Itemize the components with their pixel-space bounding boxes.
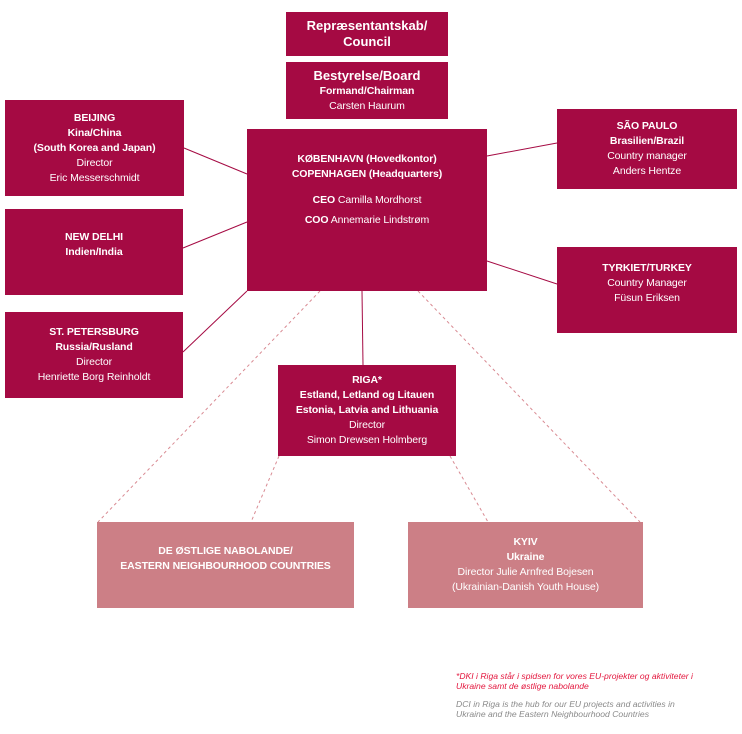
eastern-line2: EASTERN NEIGHBOURHOOD COUNTRIES bbox=[120, 560, 331, 572]
hq-ceo: CEO Camilla Mordhorst bbox=[313, 190, 422, 210]
kyiv-city: KYIV bbox=[513, 536, 538, 548]
turkey-name: Füsun Eriksen bbox=[614, 291, 680, 304]
council-title: Repræsentantskab/ bbox=[306, 18, 428, 33]
footnote-english: DCI in Riga is the hub for our EU projec… bbox=[456, 699, 675, 719]
ceo-label: CEO bbox=[312, 194, 336, 206]
connector-hq-riga bbox=[361, 290, 364, 366]
turkey-city: TYRKIET/TURKEY bbox=[602, 261, 692, 274]
dashed-riga-kyiv bbox=[449, 455, 489, 523]
ceo-name: Camilla Mordhorst bbox=[337, 194, 422, 206]
hq-line2: COPENHAGEN (Headquarters) bbox=[291, 168, 443, 180]
dashed-riga-eastern bbox=[250, 455, 280, 523]
eastern-line1: DE ØSTLIGE NABOLANDE/ bbox=[158, 545, 293, 557]
new-delhi-box: NEW DELHI Indien/India bbox=[5, 209, 183, 295]
st-petersburg-role: Director bbox=[76, 356, 112, 368]
beijing-region: (South Korea and Japan) bbox=[33, 141, 156, 154]
hq-coo: COO Annemarie Lindstrøm bbox=[305, 210, 429, 230]
hq-line1: KØBENHAVN (Hovedkontor) bbox=[297, 153, 437, 165]
st-petersburg-name: Henriette Borg Reinholdt bbox=[37, 371, 151, 383]
footnote-da-line2: Ukraine samt de østlige nabolande bbox=[456, 681, 589, 691]
kyiv-country: Ukraine bbox=[506, 551, 545, 563]
headquarters-box: KØBENHAVN (Hovedkontor) COPENHAGEN (Head… bbox=[247, 129, 487, 291]
council-subtitle: Council bbox=[343, 34, 391, 49]
connector-turkey-hq bbox=[486, 260, 558, 285]
st-petersburg-box: ST. PETERSBURG Russia/Rusland Director H… bbox=[5, 312, 183, 398]
footnote-en-line2: Ukraine and the Eastern Neighbourhood Co… bbox=[456, 709, 650, 719]
sao-paulo-city: SÃO PAULO bbox=[616, 120, 678, 132]
new-delhi-city: NEW DELHI bbox=[64, 231, 123, 243]
riga-countries-da: Estland, Letland og Litauen bbox=[299, 389, 435, 401]
riga-role: Director bbox=[349, 419, 385, 431]
riga-countries-en: Estonia, Latvia and Lithuania bbox=[295, 404, 439, 416]
riga-box: RIGA* Estland, Letland og Litauen Estoni… bbox=[278, 365, 456, 456]
footnote-da-line1: *DKI i Riga står i spidsen for vores EU-… bbox=[456, 671, 693, 681]
footnote-danish: *DKI i Riga står i spidsen for vores EU-… bbox=[456, 671, 693, 691]
dashed-hq-kyiv bbox=[417, 290, 641, 523]
turkey-box: TYRKIET/TURKEY Country Manager Füsun Eri… bbox=[557, 247, 737, 333]
kyiv-box: KYIV Ukraine Director Julie Arnfred Boje… bbox=[408, 522, 643, 608]
connector-stpetersburg-hq bbox=[182, 290, 248, 353]
st-petersburg-city: ST. PETERSBURG bbox=[49, 326, 139, 338]
board-role: Formand/Chairman bbox=[319, 84, 415, 97]
kyiv-role-name: Director Julie Arnfred Bojesen bbox=[457, 566, 594, 578]
footnote-en-line1: DCI in Riga is the hub for our EU projec… bbox=[456, 699, 675, 709]
connector-beijing-hq bbox=[183, 147, 248, 175]
sao-paulo-name: Anders Hentze bbox=[612, 165, 682, 177]
coo-name: Annemarie Lindstrøm bbox=[330, 214, 430, 226]
beijing-city: BEIJING bbox=[73, 111, 116, 124]
riga-name: Simon Drewsen Holmberg bbox=[306, 434, 428, 446]
dashed-hq-eastern bbox=[97, 290, 321, 523]
sao-paulo-box: SÃO PAULO Brasilien/Brazil Country manag… bbox=[557, 109, 737, 189]
new-delhi-country: Indien/India bbox=[65, 246, 123, 258]
sao-paulo-country: Brasilien/Brazil bbox=[609, 135, 685, 147]
connector-newdelhi-hq bbox=[182, 221, 248, 249]
st-petersburg-country: Russia/Rusland bbox=[55, 341, 133, 353]
council-box: Repræsentantskab/ Council bbox=[286, 12, 448, 56]
sao-paulo-role: Country manager bbox=[607, 150, 687, 162]
riga-city: RIGA* bbox=[352, 374, 382, 386]
beijing-box: BEIJING Kina/China (South Korea and Japa… bbox=[5, 100, 184, 196]
board-title: Bestyrelse/Board bbox=[313, 67, 421, 83]
beijing-name: Eric Messerschmidt bbox=[49, 171, 140, 184]
eastern-neighbourhood-box: DE ØSTLIGE NABOLANDE/ EASTERN NEIGHBOURH… bbox=[97, 522, 354, 608]
coo-label: COO bbox=[304, 214, 329, 226]
board-name: Carsten Haurum bbox=[329, 99, 405, 112]
kyiv-org: (Ukrainian-Danish Youth House) bbox=[452, 581, 599, 593]
connector-saopaulo-hq bbox=[486, 142, 558, 157]
turkey-role: Country Manager bbox=[607, 276, 687, 289]
board-box: Bestyrelse/Board Formand/Chairman Carste… bbox=[286, 62, 448, 119]
beijing-country: Kina/China bbox=[67, 126, 122, 139]
beijing-role: Director bbox=[76, 156, 113, 169]
